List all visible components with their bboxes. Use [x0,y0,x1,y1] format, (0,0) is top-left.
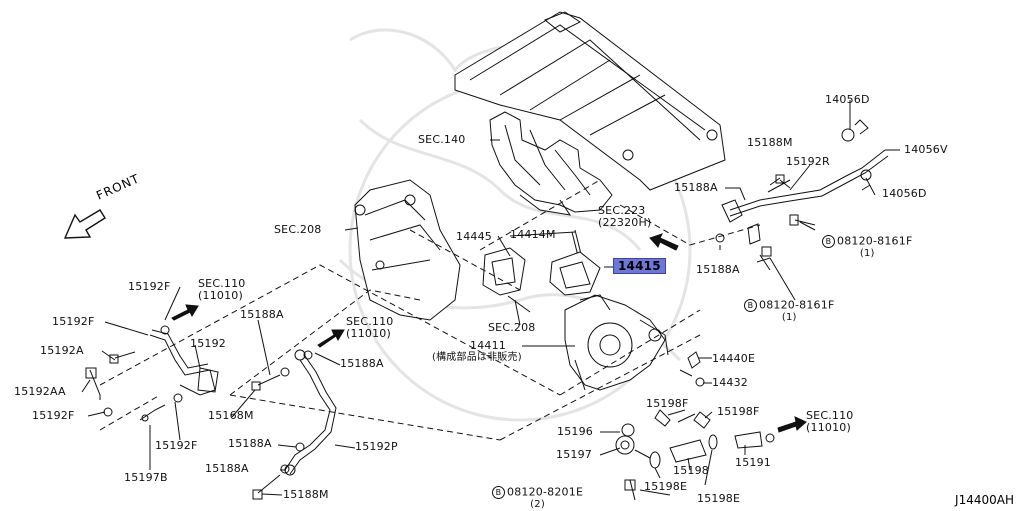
part-label-14432: 14432 [712,376,748,389]
part-label-15192F-b: 15192F [52,315,95,328]
section-label-110-b: SEC.110 (11010) [346,316,394,340]
section-label-223-sub: (22320H) [598,216,652,229]
section-label-223: SEC.223 (22320H) [598,205,651,229]
bolt-label-2-qty: (1) [781,312,797,323]
part-label-15188A-r1: 15188A [674,181,718,194]
part-label-15168M: 15168M [208,409,254,422]
bolts-right [715,174,816,271]
part-label-15192R: 15192R [786,155,830,168]
bolts-left [85,350,313,500]
rocker-cover [454,11,726,191]
part-label-15192: 15192 [190,337,226,350]
arrow-sec110-c [777,416,807,433]
part-label-14056D-bot: 14056D [882,187,927,200]
part-label-15197B: 15197B [124,471,168,484]
bolt-b-icon: B [822,235,835,248]
heat-shield [354,179,461,321]
leader-lines [81,100,900,496]
part-label-15188A-r2: 15188A [696,263,740,276]
bolt-label-2-code: 08120-8161F [759,298,835,312]
part-label-15198: 15198 [673,464,709,477]
bolt-label-1-code: 08120-8161F [837,234,913,248]
section-label-208-mid: SEC.208 [488,321,536,334]
part-label-15198F-a: 15198F [646,397,689,410]
part-label-15192F-c: 15192F [32,409,75,422]
section-label-110-b-text: SEC.110 [346,315,394,328]
part-label-15188M-bot: 15188M [283,488,329,501]
bolt-label-3-code: 08120-8201E [507,485,584,499]
part-label-15188A-l1: 15188A [240,308,284,321]
arrow-sec110-b [317,329,345,348]
bolt-b-icon: B [492,486,505,499]
part-label-15188A-l2: 15188A [340,357,384,370]
arrow-sec110-a [171,304,199,321]
part-label-15188A-l4: 15188A [205,462,249,475]
section-label-110-c-text: SEC.110 [806,409,854,422]
part-label-14445: 14445 [456,230,492,243]
part-label-15192F-d: 15192F [155,439,198,452]
part-label-14411-note: (構成部品は非販売) [432,352,522,363]
part-label-15197: 15197 [556,448,592,461]
part-label-14414M: 14414M [510,228,556,241]
part-label-15192F-a: 15192F [128,280,171,293]
part-label-15196: 15196 [557,425,593,438]
oil-feed-pipe-15192R [721,119,889,245]
part-label-15192AA: 15192AA [14,385,66,398]
section-label-110-b-sub: (11010) [346,327,391,340]
part-label-14056D-top: 14056D [825,93,870,106]
section-label-208-top: SEC.208 [274,223,322,236]
part-label-15188M-top: 15188M [747,136,793,149]
bolt-label-1-qty: (1) [859,248,875,259]
section-label-110-a: SEC.110 (11010) [198,278,246,302]
diagram-code: J14400AH [955,493,1014,507]
part-label-15198E-b: 15198E [697,492,741,505]
part-label-15198E-a: 15198E [644,480,688,493]
gasket-14415 [549,251,601,296]
section-label-110-c: SEC.110 (11010) [806,410,854,434]
part-label-15192P: 15192P [355,440,398,453]
bracket-14440E [679,351,705,387]
oil-pipe-15192 [149,325,219,403]
dashed-group-lines [99,179,761,441]
section-label-110-c-sub: (11010) [806,421,851,434]
part-label-14056V: 14056V [904,143,948,156]
bottom-fittings [615,409,775,501]
front-arrow [63,209,106,239]
bolt-label-3-qty: (2) [530,499,545,510]
section-label-140: SEC.140 [418,133,466,146]
part-label-15188A-l3: 15188A [228,437,272,450]
arrows [63,209,807,433]
gasket-14445 [482,247,526,296]
section-label-110-a-text: SEC.110 [198,277,246,290]
section-label-223-text: SEC.223 [598,204,646,217]
section-label-110-a-sub: (11010) [198,289,243,302]
part-label-14415-highlighted[interactable]: 14415 [613,258,666,274]
arrow-sec223 [649,233,679,251]
part-label-15192A: 15192A [40,344,84,357]
bolt-b-icon: B [744,299,757,312]
turbocharger [564,294,669,391]
oil-pipe-15192P [284,349,337,476]
part-label-14440E: 14440E [712,352,756,365]
part-label-15198F-b: 15198F [717,405,760,418]
part-label-14411: 14411 [470,339,506,352]
part-label-15191: 15191 [735,456,771,469]
